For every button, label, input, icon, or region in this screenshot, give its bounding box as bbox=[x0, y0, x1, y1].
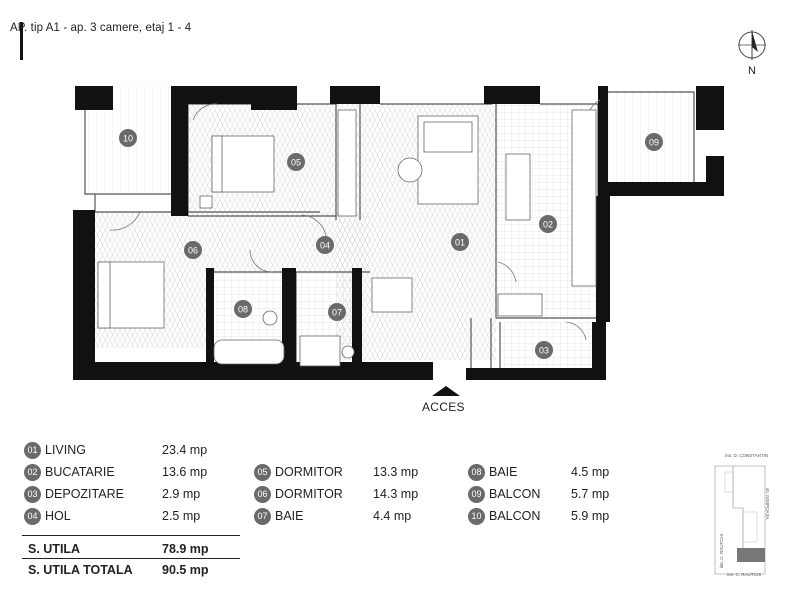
coffee-table bbox=[397, 157, 423, 183]
legend-area: 2.9 mp bbox=[162, 487, 201, 501]
legend-label: DORMITOR bbox=[275, 487, 343, 501]
legend-label: BUCATARIE bbox=[45, 465, 115, 479]
kitchen-table bbox=[505, 153, 531, 221]
legend-item-03: 03 DEPOZITARE bbox=[24, 485, 124, 503]
totals-separator bbox=[22, 535, 240, 536]
legend-num: 03 bbox=[24, 485, 41, 503]
wardrobe bbox=[337, 109, 357, 217]
svg-text:09: 09 bbox=[649, 138, 659, 148]
legend-num: 04 bbox=[24, 507, 41, 525]
entrance-label: ACCES bbox=[422, 400, 465, 414]
legend-num: 05 bbox=[254, 463, 271, 481]
usable-area-value: 78.9 mp bbox=[162, 542, 209, 556]
room-badge-05: 05 bbox=[287, 153, 305, 171]
room-badge-02: 02 bbox=[539, 215, 557, 233]
room-badge-01: 01 bbox=[451, 233, 469, 251]
street-top-label: intr. D. CONSTANTIN bbox=[725, 453, 769, 458]
street-bottom-label: intr. C. RAUTCHI bbox=[727, 572, 762, 577]
legend-area: 14.3 mp bbox=[373, 487, 419, 501]
total-area-label: S. UTILA TOTALA bbox=[28, 563, 133, 577]
svg-text:10: 10 bbox=[123, 134, 133, 144]
site-key-map: intr. D. CONSTANTIN str. NISIPOASA intr.… bbox=[713, 448, 783, 578]
svg-text:07: 07 bbox=[332, 308, 342, 318]
toilet-07 bbox=[341, 345, 355, 359]
legend-item-02: 02 BUCATARIE bbox=[24, 463, 115, 481]
legend-item-08: 08 BAIE bbox=[468, 463, 518, 481]
legend-num: 10 bbox=[468, 507, 485, 525]
legend-num: 08 bbox=[468, 463, 485, 481]
legend-label: BALCON bbox=[489, 487, 541, 501]
street-left-label: intr. C. RAUTCHI bbox=[719, 534, 724, 569]
room-badge-04: 04 bbox=[316, 236, 334, 254]
legend-label: LIVING bbox=[45, 443, 86, 457]
totals-separator bbox=[22, 558, 240, 559]
furniture bbox=[97, 109, 597, 367]
legend-label: DEPOZITARE bbox=[45, 487, 124, 501]
legend-label: HOL bbox=[45, 509, 71, 523]
legend-item-10: 10 BALCON bbox=[468, 507, 540, 525]
title-bar bbox=[20, 22, 23, 60]
legend-area: 5.7 mp bbox=[571, 487, 610, 501]
legend-num: 09 bbox=[468, 485, 485, 503]
legend-item-05: 05 DORMITOR bbox=[254, 463, 343, 481]
total-area-value: 90.5 mp bbox=[162, 563, 209, 577]
nightstand bbox=[199, 195, 213, 209]
legend-item-07: 07 BAIE bbox=[254, 507, 304, 525]
site-map-drawing bbox=[714, 465, 766, 575]
legend-area: 4.5 mp bbox=[571, 465, 610, 479]
room-badge-07: 07 bbox=[328, 303, 346, 321]
legend-label: BALCON bbox=[489, 509, 541, 523]
appliance bbox=[497, 293, 543, 317]
svg-text:04: 04 bbox=[320, 241, 330, 251]
plan-title: AP. tip A1 - ap. 3 camere, etaj 1 - 4 bbox=[10, 22, 192, 34]
svg-text:01: 01 bbox=[455, 238, 465, 248]
legend-item-01: 01 LIVING bbox=[24, 441, 86, 459]
compass-icon: N bbox=[738, 30, 766, 76]
room-badge-08: 08 bbox=[234, 300, 252, 318]
legend-area: 13.6 mp bbox=[162, 465, 208, 479]
legend-num: 01 bbox=[24, 441, 41, 459]
shower-07 bbox=[299, 335, 341, 367]
usable-area-label: S. UTILA bbox=[28, 542, 81, 556]
room-badge-10: 10 bbox=[119, 129, 137, 147]
toilet-08 bbox=[262, 310, 278, 326]
legend-num: 02 bbox=[24, 463, 41, 481]
compass-north-label: N bbox=[748, 65, 756, 76]
svg-text:06: 06 bbox=[188, 246, 198, 256]
legend-area: 4.4 mp bbox=[373, 509, 412, 523]
legend-label: BAIE bbox=[275, 509, 304, 523]
room-badge-09: 09 bbox=[645, 133, 663, 151]
legend-area: 2.5 mp bbox=[162, 509, 201, 523]
svg-text:08: 08 bbox=[238, 305, 248, 315]
svg-text:03: 03 bbox=[539, 346, 549, 356]
legend-item-06: 06 DORMITOR bbox=[254, 485, 343, 503]
legend-item-04: 04 HOL bbox=[24, 507, 71, 525]
legend-label: DORMITOR bbox=[275, 465, 343, 479]
legend-item-09: 09 BALCON bbox=[468, 485, 540, 503]
room-badge-03: 03 bbox=[535, 341, 553, 359]
svg-text:05: 05 bbox=[291, 158, 301, 168]
legend-area: 23.4 mp bbox=[162, 443, 208, 457]
doors bbox=[109, 99, 601, 341]
legend-num: 07 bbox=[254, 507, 271, 525]
kitchen-counter bbox=[571, 109, 597, 287]
street-right-label: str. NISIPOASA bbox=[765, 488, 770, 520]
room-badge-06: 06 bbox=[184, 241, 202, 259]
bathtub-08 bbox=[213, 339, 285, 365]
legend-area: 5.9 mp bbox=[571, 509, 610, 523]
legend-area: 13.3 mp bbox=[373, 465, 419, 479]
legend-label: BAIE bbox=[489, 465, 518, 479]
dining-table bbox=[371, 277, 413, 313]
svg-text:02: 02 bbox=[543, 220, 553, 230]
structural-walls bbox=[73, 86, 724, 380]
room-badges: 01 02 03 04 05 06 07 08 09 10 bbox=[119, 129, 663, 359]
entrance-arrow bbox=[432, 386, 460, 396]
legend-num: 06 bbox=[254, 485, 271, 503]
